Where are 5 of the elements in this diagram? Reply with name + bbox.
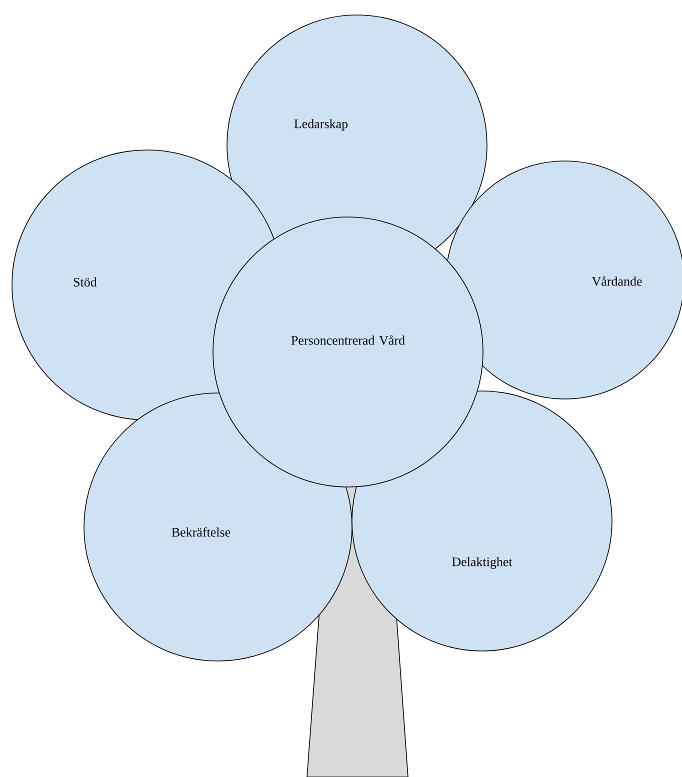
circle-node: Bekräftelse [84, 392, 352, 662]
circle-node: Delaktighet [352, 390, 612, 652]
node-label: Vårdande [592, 276, 642, 286]
circle-node: Personcentrerad Vård [212, 216, 484, 488]
circle-node: Vårdande [446, 160, 682, 400]
